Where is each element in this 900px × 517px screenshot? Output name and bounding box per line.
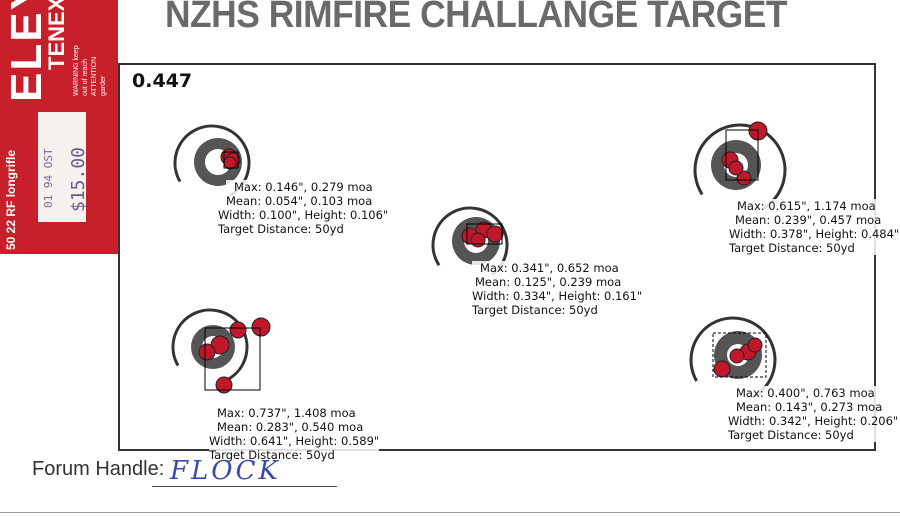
target-3-max: Max: 0.615", 1.174 moa xyxy=(737,199,876,213)
score-value: 0.447 xyxy=(132,70,193,92)
target-1-stats: Max: 0.146", 0.279 moa Mean: 0.054", 0.1… xyxy=(218,180,389,236)
ammo-box: ELEY TENEX WARNING keep out of reach ATT… xyxy=(0,0,118,254)
target-4-mean: Mean: 0.283", 0.540 moa xyxy=(217,420,364,434)
forum-handle-line xyxy=(152,486,337,487)
target-frame xyxy=(118,63,876,451)
bottom-divider xyxy=(0,512,900,513)
target-2-size: Width: 0.334", Height: 0.161" xyxy=(472,289,643,303)
target-4-stats: Max: 0.737", 1.408 moa Mean: 0.283", 0.5… xyxy=(209,406,380,462)
target-2-distance: Target Distance: 50yd xyxy=(472,303,598,317)
target-4-max: Max: 0.737", 1.408 moa xyxy=(217,406,356,420)
target-1-max: Max: 0.146", 0.279 moa xyxy=(234,180,373,194)
target-1-size: Width: 0.100", Height: 0.106" xyxy=(218,208,389,222)
price-sticker: $15.00 01 94 OST xyxy=(38,112,89,222)
target-1-distance: Target Distance: 50yd xyxy=(218,222,344,236)
target-4-size: Width: 0.641", Height: 0.589" xyxy=(209,434,380,448)
target-2-mean: Mean: 0.125", 0.239 moa xyxy=(475,275,622,289)
target-2-stats: Max: 0.341", 0.652 moa Mean: 0.125", 0.2… xyxy=(472,261,643,317)
target-5-max: Max: 0.400", 0.763 moa xyxy=(736,386,875,400)
target-5-stats: Max: 0.400", 0.763 moa Mean: 0.143", 0.2… xyxy=(728,386,899,442)
target-4-distance: Target Distance: 50yd xyxy=(209,448,335,462)
forum-handle-value: FLOCK xyxy=(170,456,281,486)
target-5-size: Width: 0.342", Height: 0.206" xyxy=(728,414,899,428)
target-3 xyxy=(693,121,787,217)
target-5-mean: Mean: 0.143", 0.273 moa xyxy=(736,400,883,414)
target-3-size: Width: 0.378", Height: 0.484" xyxy=(729,227,900,241)
target-2-max: Max: 0.341", 0.652 moa xyxy=(480,261,619,275)
target-4 xyxy=(171,308,271,394)
forum-handle-label: Forum Handle: xyxy=(32,458,165,480)
target-1-mean: Mean: 0.054", 0.103 moa xyxy=(226,194,373,208)
target-3-stats: Max: 0.615", 1.174 moa Mean: 0.239", 0.4… xyxy=(729,199,900,255)
target-3-mean: Mean: 0.239", 0.457 moa xyxy=(735,213,882,227)
target-5-distance: Target Distance: 50yd xyxy=(728,428,854,442)
page-title: NZHS RIMFIRE CHALLANGE TARGET xyxy=(165,0,787,36)
target-2 xyxy=(431,206,509,284)
target-3-distance: Target Distance: 50yd xyxy=(729,241,855,255)
